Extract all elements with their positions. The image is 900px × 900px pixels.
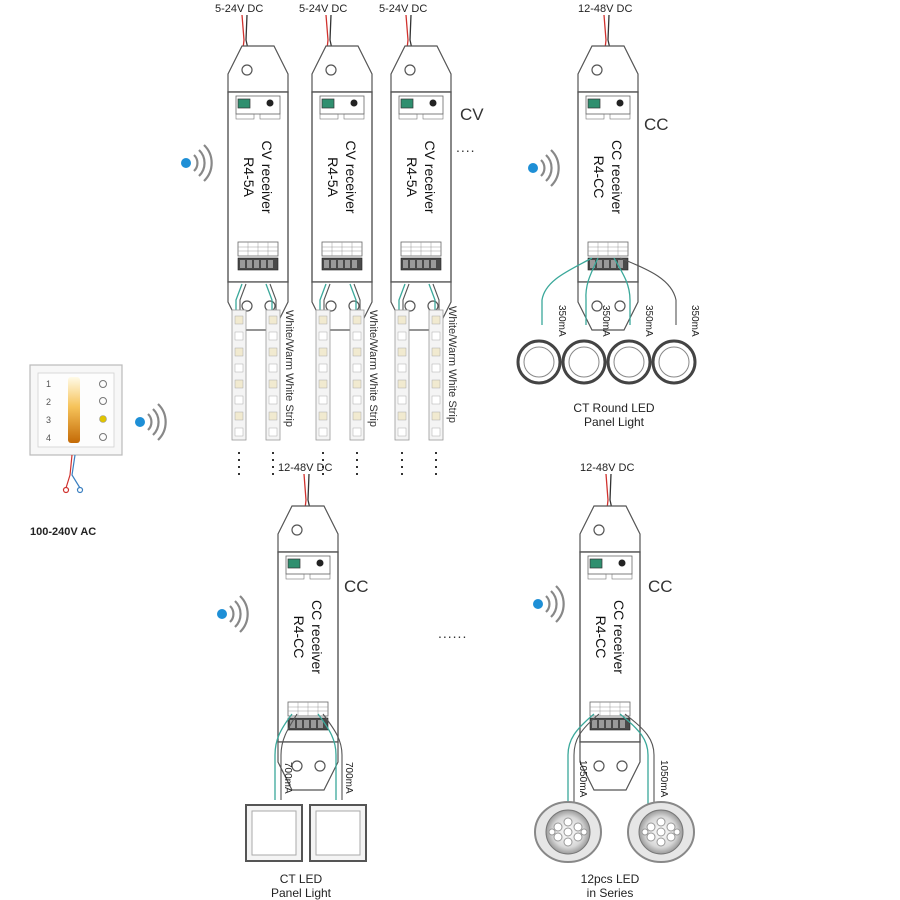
cc-panel-group: 12-48V DC CC receiver R4-CC CC 700mA 700… xyxy=(245,462,369,900)
strip-label: White/Warm White Strip xyxy=(283,310,295,427)
caption-line-2: in Series xyxy=(587,886,634,900)
device-model: R4-5A xyxy=(325,157,341,197)
square-panel-light xyxy=(245,804,303,862)
device-name: CV receiver xyxy=(259,140,275,213)
signal-icon xyxy=(133,402,167,442)
input-voltage-label: 5-24V DC xyxy=(299,3,347,15)
led-strip xyxy=(315,309,331,476)
cc-mode-label: CC xyxy=(644,115,669,134)
current-label: 350mA xyxy=(556,305,567,337)
input-voltage-label: 5-24V DC xyxy=(379,3,427,15)
cc-round-panel-group: 12-48V DC CC receiver R4-CC CC 350mA 350… xyxy=(516,3,700,429)
led-strip xyxy=(265,309,281,476)
signal-icon xyxy=(215,594,249,634)
device-model: R4-5A xyxy=(404,157,420,197)
more-receivers-ellipsis: ...... xyxy=(438,625,467,641)
caption-line-2: Panel Light xyxy=(584,415,645,429)
input-voltage-label: 12-48V DC xyxy=(278,462,332,474)
device-name: CV receiver xyxy=(343,140,359,213)
cv-receiver-device xyxy=(311,45,373,331)
cv-receiver-device xyxy=(390,45,452,331)
bulb-warm-icon xyxy=(99,415,107,423)
panel-power-label: 100-240V AC xyxy=(30,526,96,538)
current-label: 350mA xyxy=(689,305,700,337)
square-panel-light xyxy=(309,804,367,862)
bulb-icon xyxy=(99,397,107,405)
cv-receiver-device xyxy=(227,45,289,331)
input-voltage-label: 12-48V DC xyxy=(580,462,634,474)
caption-line-2: Panel Light xyxy=(271,886,332,900)
cc-receiver-device xyxy=(277,505,339,791)
round-panel-light xyxy=(606,339,652,385)
led-strip xyxy=(428,309,444,476)
round-panel-light xyxy=(651,339,697,385)
caption-line-1: CT Round LED xyxy=(573,401,654,415)
device-name: CV receiver xyxy=(422,140,438,213)
caption-line-1: CT LED xyxy=(280,872,323,886)
scene-icon xyxy=(99,433,107,441)
led-strip xyxy=(349,309,365,476)
cc-mode-label: CC xyxy=(344,577,369,596)
device-model: R4-CC xyxy=(593,616,609,659)
svg-text:4: 4 xyxy=(46,433,51,443)
strip-label: White/Warm White Strip xyxy=(367,310,379,427)
ac-wire-blue xyxy=(71,454,81,489)
dimming-slider[interactable] xyxy=(68,377,80,443)
caption-line-1: 12pcs LED xyxy=(581,872,640,886)
signal-icon xyxy=(179,143,213,183)
device-name: CC receiver xyxy=(309,600,325,674)
cc-series-group: 12-48V DC CC receiver R4-CC CC 1050mA 10… xyxy=(534,462,695,900)
power-icon xyxy=(99,380,107,388)
device-name: CC receiver xyxy=(611,600,627,674)
svg-text:3: 3 xyxy=(46,415,51,425)
cv-column-3: 5-24V DC CV receiver R4-5A White/Warm Wh… xyxy=(379,3,458,476)
led-strip xyxy=(394,309,410,476)
led-strip xyxy=(231,309,247,476)
input-voltage-label: 5-24V DC xyxy=(215,3,263,15)
current-label: 1050mA xyxy=(577,760,588,798)
svg-text:1: 1 xyxy=(46,379,51,389)
round-panel-light xyxy=(516,339,562,385)
device-model: R4-5A xyxy=(241,157,257,197)
svg-text:2: 2 xyxy=(46,397,51,407)
cc-receiver-device xyxy=(579,505,641,791)
cc-mode-label: CC xyxy=(648,577,673,596)
current-label: 1050mA xyxy=(658,760,669,798)
device-name: CC receiver xyxy=(609,140,625,214)
ac-wire-red xyxy=(65,454,73,489)
current-label: 700mA xyxy=(282,762,293,794)
signal-icon xyxy=(526,148,560,188)
signal-icon xyxy=(531,584,565,624)
wall-panel-remote: 1 2 3 4 xyxy=(29,364,123,494)
input-voltage-label: 12-48V DC xyxy=(578,3,632,15)
strip-label: White/Warm White Strip xyxy=(446,306,458,423)
device-model: R4-CC xyxy=(291,616,307,659)
cv-mode-label: CV xyxy=(460,105,484,124)
device-model: R4-CC xyxy=(591,156,607,199)
current-label: 350mA xyxy=(643,305,654,337)
more-receivers-ellipsis: .... xyxy=(456,139,476,155)
cv-column-2: 5-24V DC CV receiver R4-5A White/Warm Wh… xyxy=(299,3,379,476)
downlight-led xyxy=(627,801,695,863)
downlight-led xyxy=(534,801,602,863)
current-label: 350mA xyxy=(600,305,611,337)
current-label: 700mA xyxy=(343,762,354,794)
round-panel-light xyxy=(561,339,607,385)
cv-column-1: 5-24V DC CV receiver R4-5A White/Warm Wh… xyxy=(215,3,295,476)
